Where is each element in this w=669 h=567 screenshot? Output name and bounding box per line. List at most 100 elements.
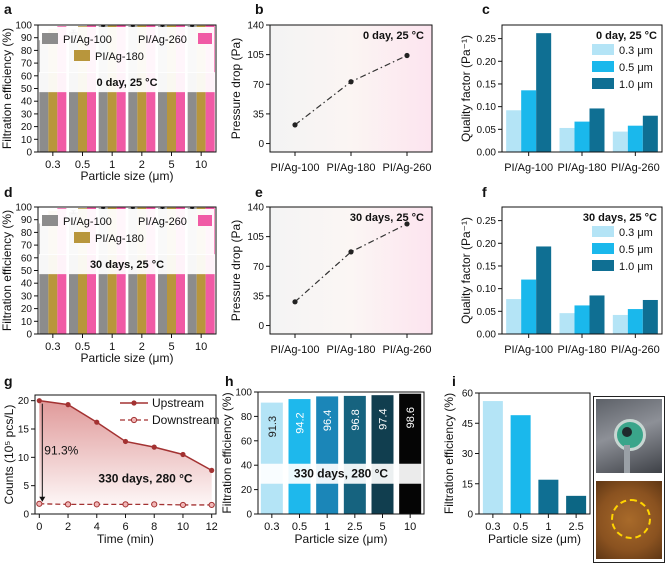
bar bbox=[559, 127, 575, 152]
bar bbox=[510, 415, 531, 514]
legend-swatch bbox=[74, 232, 90, 243]
x-axis-label: Particle size (μm) bbox=[295, 532, 388, 546]
downstream-point bbox=[151, 501, 158, 508]
x-tick-label: 0.3 bbox=[45, 159, 60, 171]
y-tick-label: 20 bbox=[241, 485, 253, 496]
bar bbox=[536, 246, 552, 334]
y-tick-label: 40 bbox=[241, 461, 253, 472]
x-tick-label: 2 bbox=[139, 341, 145, 353]
condition-band bbox=[39, 254, 215, 275]
x-tick-label: 4 bbox=[94, 521, 100, 533]
y-tick-label: 0.10 bbox=[477, 102, 497, 113]
x-tick-label: PI/Ag-180 bbox=[558, 162, 607, 174]
y-tick-label: 45 bbox=[462, 419, 474, 430]
downstream-point bbox=[93, 501, 100, 508]
x-tick-label: 1 bbox=[109, 159, 115, 171]
legend-swatch bbox=[592, 78, 614, 89]
y-tick-label: 10 bbox=[18, 453, 30, 464]
plot-background bbox=[270, 207, 432, 334]
legend-swatch bbox=[592, 44, 614, 55]
legend-label: 1.0 μm bbox=[619, 261, 653, 273]
panel-letter: a bbox=[4, 1, 12, 17]
x-tick-label: 0.5 bbox=[75, 159, 90, 171]
y-tick-label: 0 bbox=[26, 330, 32, 341]
bar bbox=[260, 402, 283, 514]
bar bbox=[612, 314, 628, 334]
bar bbox=[316, 396, 339, 514]
y-tick-label: 105 bbox=[247, 232, 264, 243]
x-tick-label: PI/Ag-260 bbox=[611, 344, 660, 356]
y-tick-label: 60 bbox=[241, 436, 253, 447]
legend-box bbox=[40, 209, 214, 255]
panel-letter: d bbox=[4, 184, 13, 200]
data-point bbox=[292, 299, 298, 305]
y-tick-label: 0.05 bbox=[477, 307, 497, 318]
legend-swatch bbox=[592, 260, 614, 271]
legend-label: PI/Ag-260 bbox=[138, 34, 187, 46]
y-axis-label: Pressure drop (Pa) bbox=[229, 220, 243, 321]
x-tick-label: PI/Ag-100 bbox=[504, 162, 553, 174]
panel-letter: f bbox=[482, 184, 487, 200]
y-tick-label: 105 bbox=[247, 50, 264, 61]
y-tick-label: 0 bbox=[258, 321, 264, 332]
legend-label: PI/Ag-180 bbox=[95, 233, 144, 245]
bar bbox=[642, 299, 658, 334]
upstream-point bbox=[65, 402, 71, 408]
x-tick-label: PI/Ag-180 bbox=[327, 162, 376, 174]
y-tick-label: 0.20 bbox=[477, 239, 497, 250]
y-tick-label: 0.15 bbox=[477, 79, 497, 90]
x-tick-label: 1 bbox=[324, 521, 330, 533]
x-tick-label: PI/Ag-180 bbox=[327, 344, 376, 356]
x-tick-label: 0.5 bbox=[513, 521, 528, 533]
x-axis-label: Particle size (μm) bbox=[488, 532, 581, 546]
y-tick-label: 0.05 bbox=[477, 125, 497, 136]
y-tick-label: 60 bbox=[21, 253, 33, 264]
bar bbox=[589, 295, 605, 334]
bar-value-label: 91.3 bbox=[267, 416, 279, 437]
x-tick-label: 0.3 bbox=[45, 341, 60, 353]
y-tick-label: 40 bbox=[21, 97, 33, 108]
legend-label: 0.5 μm bbox=[619, 244, 653, 256]
y-tick-label: 50 bbox=[21, 84, 33, 95]
y-tick-label: 140 bbox=[247, 21, 264, 32]
data-point bbox=[404, 221, 410, 227]
arrow-head bbox=[39, 496, 46, 502]
bar bbox=[482, 401, 503, 514]
y-tick-label: 15 bbox=[18, 425, 30, 436]
downstream-point bbox=[64, 501, 72, 508]
data-point bbox=[404, 52, 410, 59]
bar-value-label: 94.2 bbox=[295, 412, 307, 433]
plot-frame bbox=[257, 391, 425, 515]
legend-label: PI/Ag-100 bbox=[63, 34, 112, 46]
y-tick-label: 20 bbox=[21, 304, 33, 315]
bar bbox=[536, 33, 552, 152]
legend-label: PI/Ag-180 bbox=[95, 51, 144, 63]
y-tick-label: 80 bbox=[21, 46, 33, 57]
x-tick-label: PI/Ag-180 bbox=[558, 344, 607, 356]
x-tick-label: PI/Ag-100 bbox=[504, 344, 553, 356]
x-tick-label: 2 bbox=[139, 159, 145, 171]
y-axis-label: Filtration efficiency (%) bbox=[0, 28, 14, 149]
bar bbox=[371, 395, 394, 514]
y-tick-label: 0.00 bbox=[477, 330, 497, 341]
legend-swatch bbox=[42, 33, 58, 44]
upstream-point bbox=[209, 467, 215, 473]
x-axis-label: Particle size (μm) bbox=[81, 169, 174, 183]
x-tick-label: 2.5 bbox=[347, 521, 362, 533]
bar bbox=[612, 131, 628, 152]
y-tick-label: 20 bbox=[18, 396, 30, 407]
data-point bbox=[348, 249, 354, 255]
panel-letter: i bbox=[452, 373, 456, 389]
y-tick-label: 0.25 bbox=[477, 34, 497, 45]
legend-swatch bbox=[592, 61, 614, 72]
bar bbox=[538, 479, 559, 514]
x-tick-label: 6 bbox=[122, 521, 128, 533]
y-axis-label: Quality factor (Pa⁻¹) bbox=[459, 35, 473, 142]
y-tick-label: 20 bbox=[21, 122, 33, 133]
x-tick-label: PI/Ag-260 bbox=[383, 162, 432, 174]
y-tick-label: 50 bbox=[21, 266, 33, 277]
x-tick-label: PI/Ag-100 bbox=[271, 162, 320, 174]
legend-label: 0.3 μm bbox=[619, 227, 653, 239]
y-tick-label: 70 bbox=[253, 262, 265, 273]
x-tick-label: 2.5 bbox=[568, 521, 583, 533]
